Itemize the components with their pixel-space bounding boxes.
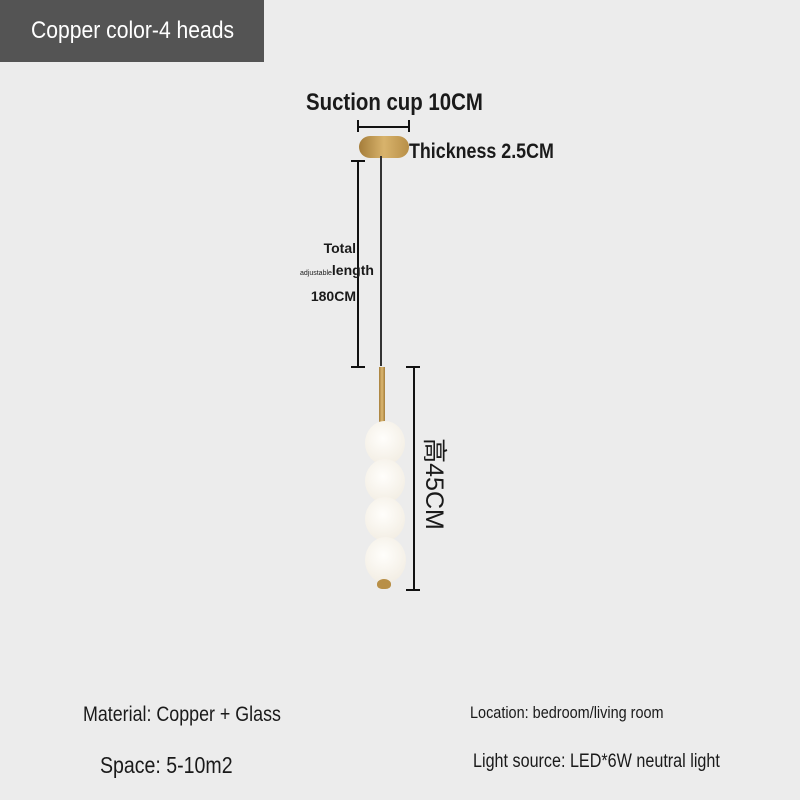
suction-cup-label: Suction cup 10CM	[306, 89, 483, 116]
glass-globe	[365, 497, 405, 541]
tick	[357, 120, 359, 132]
brass-finial	[377, 579, 391, 589]
ceiling-canopy	[359, 136, 409, 158]
tick	[351, 366, 365, 368]
height-dimension-line	[413, 366, 415, 589]
location-spec: Location: bedroom/living room	[470, 703, 664, 722]
thickness-label: Thickness 2.5CM	[409, 140, 554, 163]
suspension-cable	[380, 156, 382, 366]
total-length-label: Total adjustablelength 180CM	[300, 240, 374, 304]
brass-rod	[379, 367, 385, 425]
space-spec: Space: 5-10m2	[100, 752, 233, 778]
variant-banner: Copper color-4 heads	[0, 0, 264, 62]
total-length-dimension-line	[357, 160, 359, 366]
light-source-spec: Light source: LED*6W neutral light	[473, 751, 720, 772]
glass-globe	[365, 459, 405, 503]
tick	[406, 589, 420, 591]
material-spec: Material: Copper + Glass	[83, 703, 281, 726]
variant-title: Copper color-4 heads	[31, 17, 235, 44]
height-label: 高45CM	[420, 438, 448, 530]
adjustable-note: adjustable	[300, 270, 332, 277]
suction-cup-dimension-line	[357, 126, 409, 128]
glass-globe	[365, 421, 405, 465]
glass-globe	[365, 537, 406, 583]
tick	[408, 120, 410, 132]
